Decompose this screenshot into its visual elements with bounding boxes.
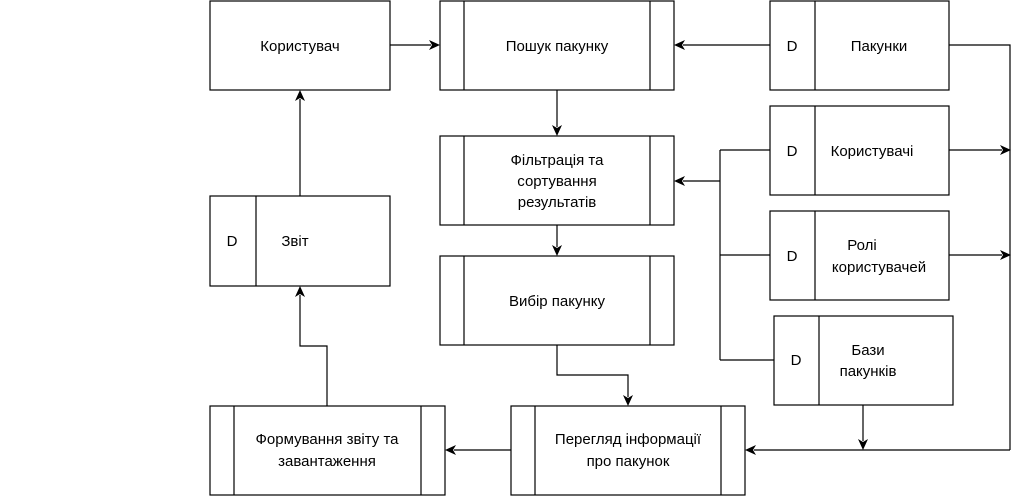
node-view-label-2: про пакунок (587, 453, 670, 470)
node-form-label-1: Формування звіту та (256, 431, 400, 448)
node-select-label: Вибір пакунку (509, 293, 606, 310)
edge-report-to-user (295, 90, 305, 196)
node-form-label-2: завантаження (278, 453, 376, 470)
node-roles-tag: D (787, 248, 798, 265)
node-packages[interactable]: D Пакунки (769, 0, 950, 91)
node-report[interactable]: D Звіт (209, 195, 391, 287)
node-form[interactable]: Формування звіту та завантаження (209, 405, 446, 496)
edge-search-to-filter (552, 90, 562, 136)
node-report-label: Звіт (281, 233, 308, 250)
node-filter[interactable]: Фільтрація та сортування результатів (439, 135, 675, 226)
node-view-label-1: Перегляд інформації (555, 431, 702, 448)
edge-view-to-form (445, 445, 511, 455)
edge-bus-to-view (745, 445, 1010, 455)
edge-right-bus (949, 44, 1011, 450)
edge-select-to-view (556, 345, 633, 406)
edge-filter-to-select (552, 225, 562, 256)
node-users-label: Користувачі (831, 143, 914, 160)
node-roles-label-1: Ролі (847, 237, 876, 254)
node-user[interactable]: Користувач (209, 0, 391, 91)
node-users-tag: D (787, 143, 798, 160)
node-dbs[interactable]: D Бази пакунків (773, 315, 954, 406)
edge-packages-to-search (674, 40, 770, 50)
node-users[interactable]: D Користувачі (769, 105, 950, 196)
edge-form-to-report (295, 286, 328, 406)
node-view[interactable]: Перегляд інформації про пакунок (510, 405, 746, 496)
edge-user-to-search (390, 40, 440, 50)
node-dbs-label-2: пакунків (840, 363, 897, 380)
node-roles-label-2: користувачей (832, 259, 926, 276)
node-packages-label: Пакунки (851, 38, 908, 55)
node-search-label: Пошук пакунку (506, 38, 609, 55)
node-roles[interactable]: D Ролі користувачей (769, 210, 950, 301)
node-dbs-tag: D (791, 352, 802, 369)
node-select[interactable]: Вибір пакунку (439, 255, 675, 346)
edge-stores-to-filter (674, 149, 774, 361)
node-report-tag: D (227, 233, 238, 250)
node-filter-label-3: результатів (518, 194, 597, 211)
node-packages-tag: D (787, 38, 798, 55)
node-filter-label-1: Фільтрація та (511, 152, 605, 169)
node-search[interactable]: Пошук пакунку (439, 0, 675, 91)
node-filter-label-2: сортування (517, 173, 596, 190)
node-user-label: Користувач (260, 38, 339, 55)
node-dbs-label-1: Бази (851, 342, 884, 359)
edge-dbs-to-view (858, 405, 868, 450)
